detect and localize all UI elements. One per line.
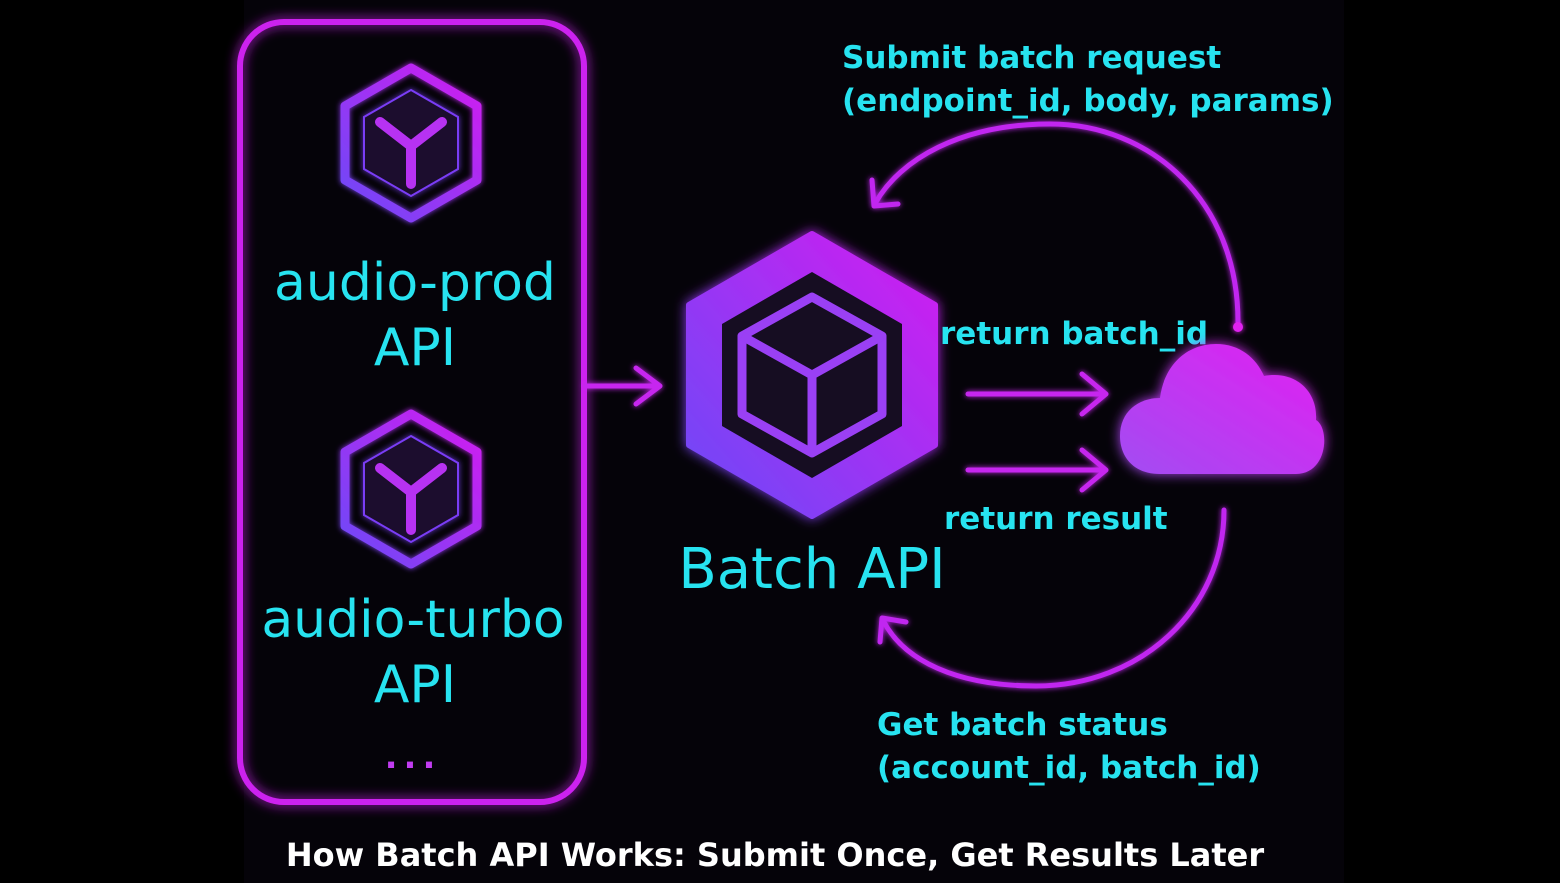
- endpoint-name-line1: audio-prod: [274, 253, 556, 313]
- submit-request-params: (endpoint_id, body, params): [842, 83, 1334, 119]
- endpoint-hex-icon: [340, 63, 482, 223]
- endpoints-panel-border: [237, 19, 587, 805]
- cube-hex-icon: [686, 231, 938, 519]
- diagram-caption: How Batch API Works: Submit Once, Get Re…: [286, 836, 1265, 874]
- return-result-arrow: [965, 447, 1109, 493]
- return-batch-id-arrow: [965, 371, 1109, 417]
- endpoint-name-line2: API: [374, 318, 456, 378]
- panel-to-batch-arrow: [583, 365, 663, 407]
- get-status-label: Get batch status: [877, 707, 1168, 743]
- submit-request-label: Submit batch request: [842, 40, 1221, 76]
- more-endpoints-ellipsis: ...: [385, 737, 442, 777]
- batch-api-label: Batch API: [678, 537, 945, 602]
- get-status-params: (account_id, batch_id): [877, 750, 1261, 786]
- return-batch-id-label: return batch_id: [940, 316, 1208, 352]
- return-result-label: return result: [944, 501, 1168, 537]
- endpoints-panel: audio-prod API audio-turbo API ...: [237, 19, 587, 805]
- cloud-icon: [1120, 344, 1325, 474]
- endpoint-hex-icon: [340, 409, 482, 569]
- submit-flow-arrow: [869, 121, 1243, 332]
- endpoint-name-line2: API: [374, 655, 456, 715]
- status-flow-arrow: [877, 507, 1227, 689]
- endpoint-name-line1: audio-turbo: [261, 590, 564, 650]
